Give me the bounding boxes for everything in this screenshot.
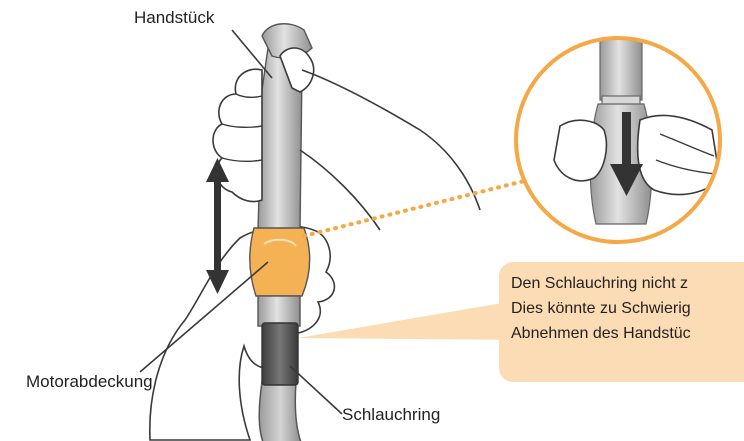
hose-ring-label: Schlauchring xyxy=(342,405,440,425)
callout-line-1: Den Schlauchring nicht z xyxy=(511,271,691,296)
callout-line-2: Dies könnte zu Schwierig xyxy=(511,296,691,321)
callout-line-3: Abnehmen des Handstüc xyxy=(511,321,691,346)
double-vertical-arrow-icon xyxy=(206,158,229,294)
hose xyxy=(259,382,302,441)
motor-cover-label: Motorabdeckung xyxy=(26,372,153,392)
warning-callout-text: Den Schlauchring nicht z Dies könnte zu … xyxy=(511,271,691,346)
handpiece-label: Handstück xyxy=(134,8,214,28)
motor-cover xyxy=(250,228,310,296)
detail-circle xyxy=(516,30,720,242)
detail-leader xyxy=(304,180,528,236)
callout-wedge xyxy=(298,300,520,340)
hose-ring xyxy=(262,323,298,385)
